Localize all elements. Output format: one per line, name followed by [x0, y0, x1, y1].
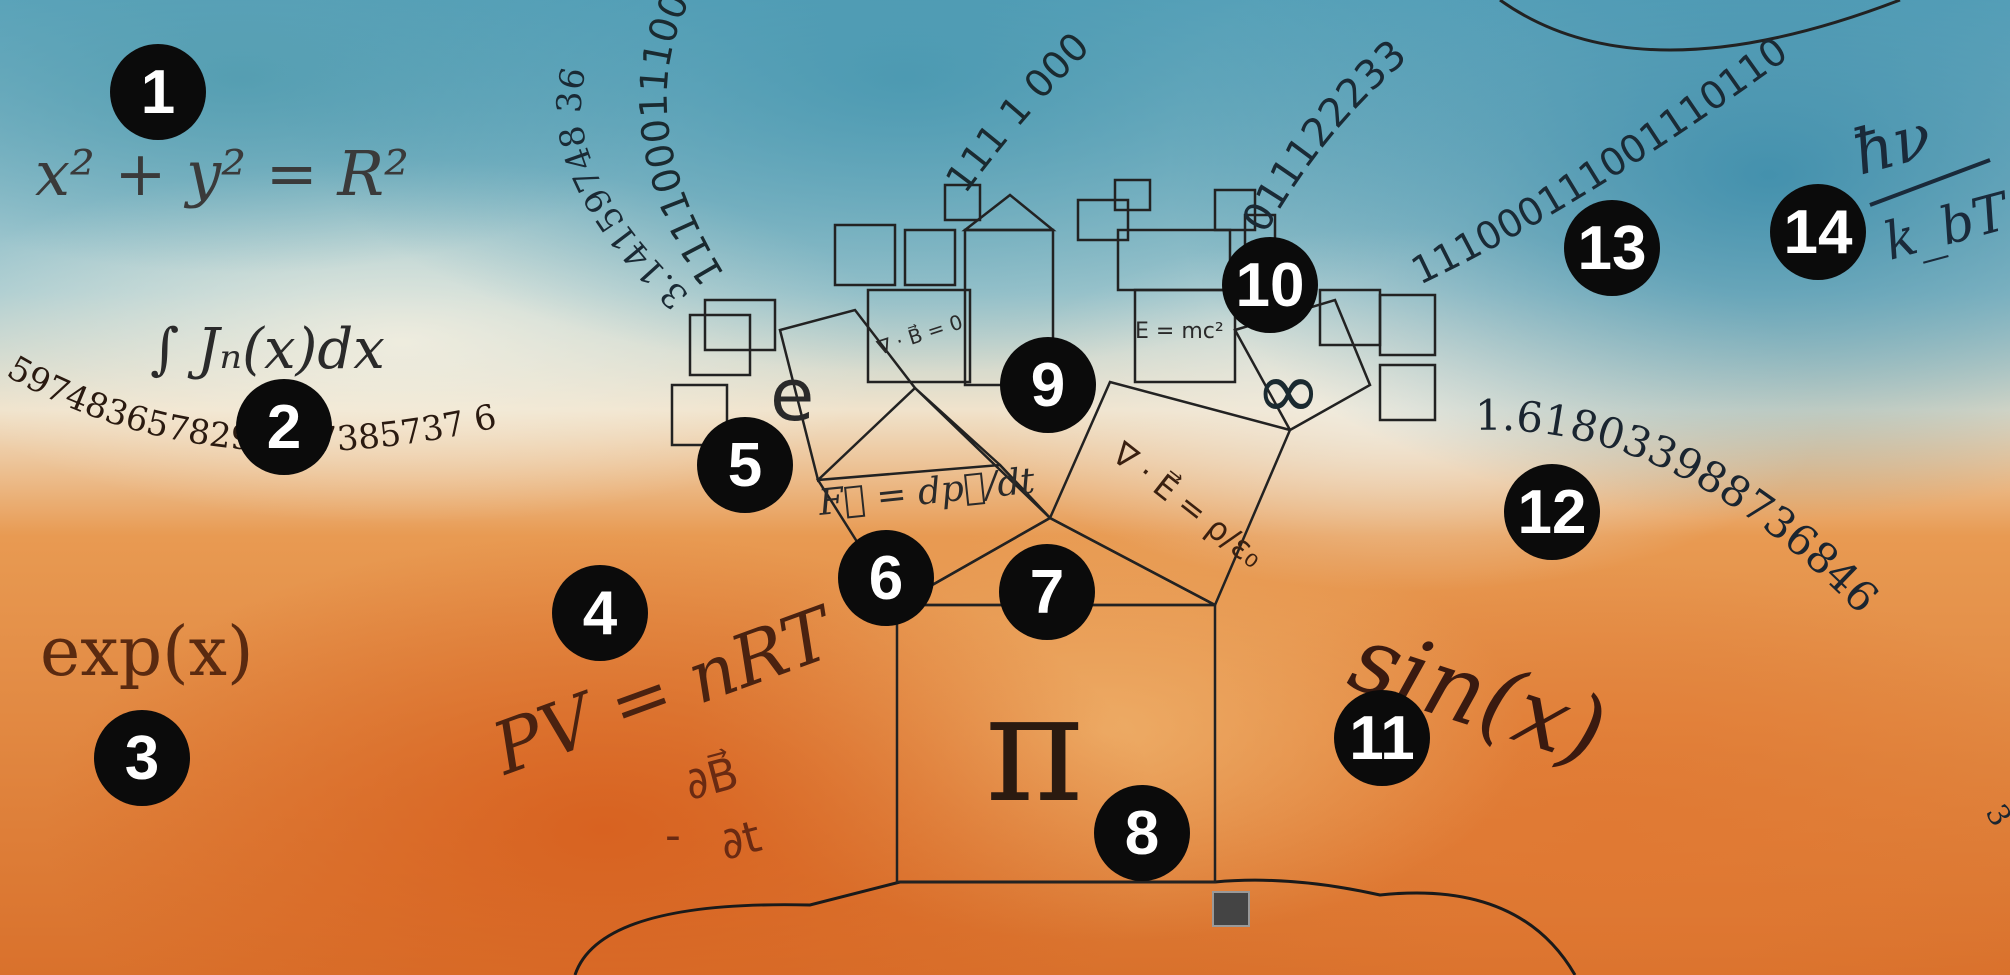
wall-outlet [1212, 891, 1250, 927]
magnetic-gauss-law: ∇ · B⃗ = 0 [873, 309, 966, 360]
marker-badge: 1 [110, 44, 206, 140]
marker-badge: 8 [1094, 785, 1190, 881]
marker-badge: 10 [1222, 237, 1318, 333]
marker-badge: 12 [1504, 464, 1600, 560]
marker-badge: 2 [236, 379, 332, 475]
golden-ratio-tail: 3 [1978, 799, 2010, 833]
faraday-denominator: ∂t [715, 811, 767, 871]
counting-digit-string: 011122233 [1234, 31, 1416, 240]
faraday-sign: - [665, 810, 681, 861]
marker-badge: 6 [838, 530, 934, 626]
exp-function: exp(x) [40, 613, 254, 692]
marker-badge: 7 [999, 544, 1095, 640]
marker-badge: 14 [1770, 184, 1866, 280]
mass-energy: E = mc² [1135, 319, 1224, 344]
faraday-numerator: ∂B⃗ [679, 746, 744, 811]
marker-badge: 13 [1564, 200, 1660, 296]
euler-e: e [770, 353, 814, 437]
circle-equation: x² + y² = R² [35, 137, 409, 210]
svg-text:011122233: 011122233 [1234, 31, 1416, 240]
bessel-integral: ∫ Jₙ(x)dx [150, 317, 385, 382]
top-curve [1499, 0, 1901, 52]
marker-badge: 11 [1334, 690, 1430, 786]
ideal-gas-law: PV = nRT [480, 589, 848, 791]
marker-badge: 3 [94, 710, 190, 806]
planck-numerator: ħν [1845, 99, 1939, 190]
marker-badge: 4 [552, 565, 648, 661]
planck-fraction-bar [1869, 158, 1991, 207]
infinity-symbol: ∞ [1255, 344, 1322, 437]
marker-badge: 9 [1000, 337, 1096, 433]
gauss-law: ∇ · E⃗ = ρ/ε₀ [1104, 433, 1271, 575]
marker-badge: 5 [697, 417, 793, 513]
bottom-curve [573, 878, 1577, 975]
pi-symbol: π [985, 662, 1084, 836]
